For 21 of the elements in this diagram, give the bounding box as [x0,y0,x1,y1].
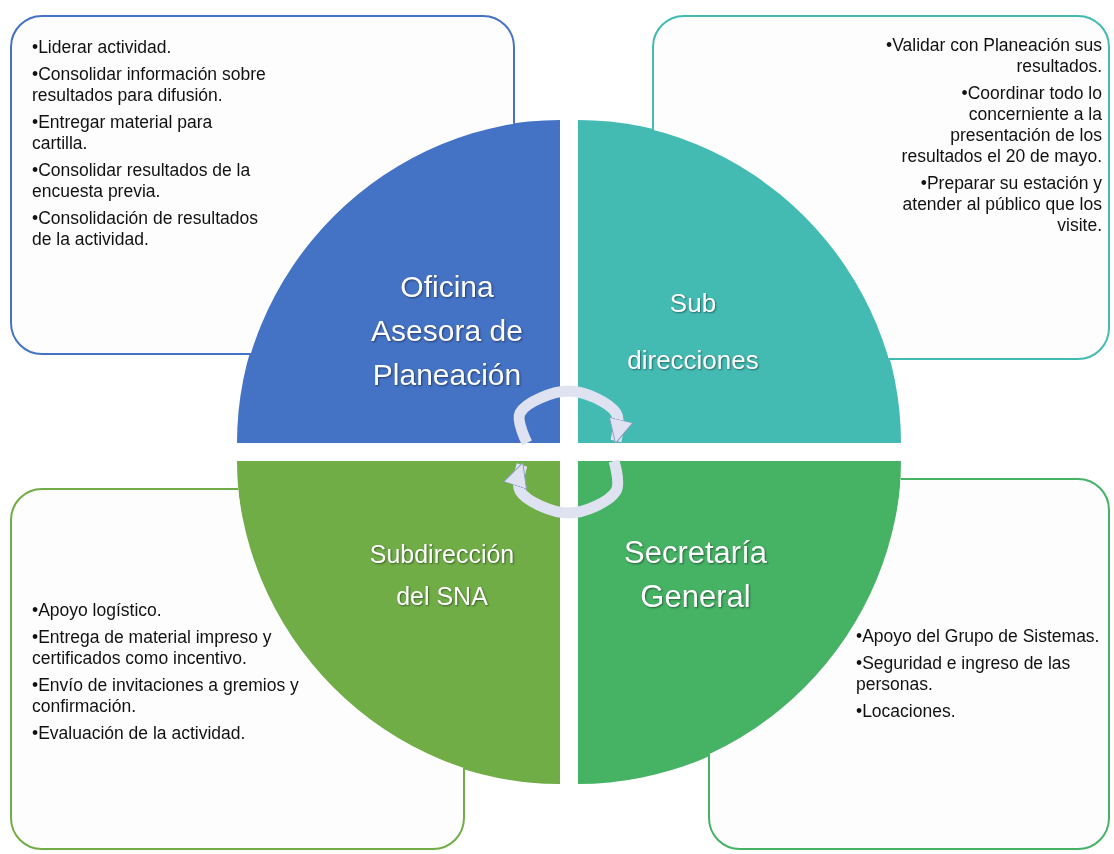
quadrant-title: Subdirección del SNA [368,539,516,612]
task-item: •Apoyo del Grupo de Sistemas. [856,626,1101,647]
task-item: •Validar con Planeación sus resultados. [885,35,1102,77]
task-item: •Locaciones. [856,701,957,722]
task-item: •Entrega de material impreso y certificados como incentivo. [32,627,273,669]
task-item: •Apoyo logístico. [32,600,163,621]
task-item: •Consolidar resultados de la encuesta previa. [32,160,252,202]
task-item: •Evaluación de la actividad. [32,723,247,744]
task-item: •Preparar su estación y atender al público que los visite. [901,173,1102,236]
cycle-arrow [513,385,633,446]
cycle-arrow [503,459,624,519]
quadrant-title: Oficina Asesora de Planeación [370,269,524,393]
task-item: •Consolidar información sobre resultados para difusión. [32,64,267,106]
task-item: •Coordinar todo lo concerniente a la presentación de los resultados el 20 de mayo. [900,83,1102,167]
quadrant-title: Sub direcciones [626,287,760,377]
task-item: •Liderar actividad. [32,37,173,58]
quadrant-title: Secretaría General [623,534,768,616]
task-item: •Consolidación de resultados de la actividad. [32,208,259,250]
task-item: •Seguridad e ingreso de las personas. [856,653,1072,695]
task-item: •Entregar material para cartilla. [32,112,214,154]
task-item: •Envío de invitaciones a gremios y confirmación. [32,675,300,717]
